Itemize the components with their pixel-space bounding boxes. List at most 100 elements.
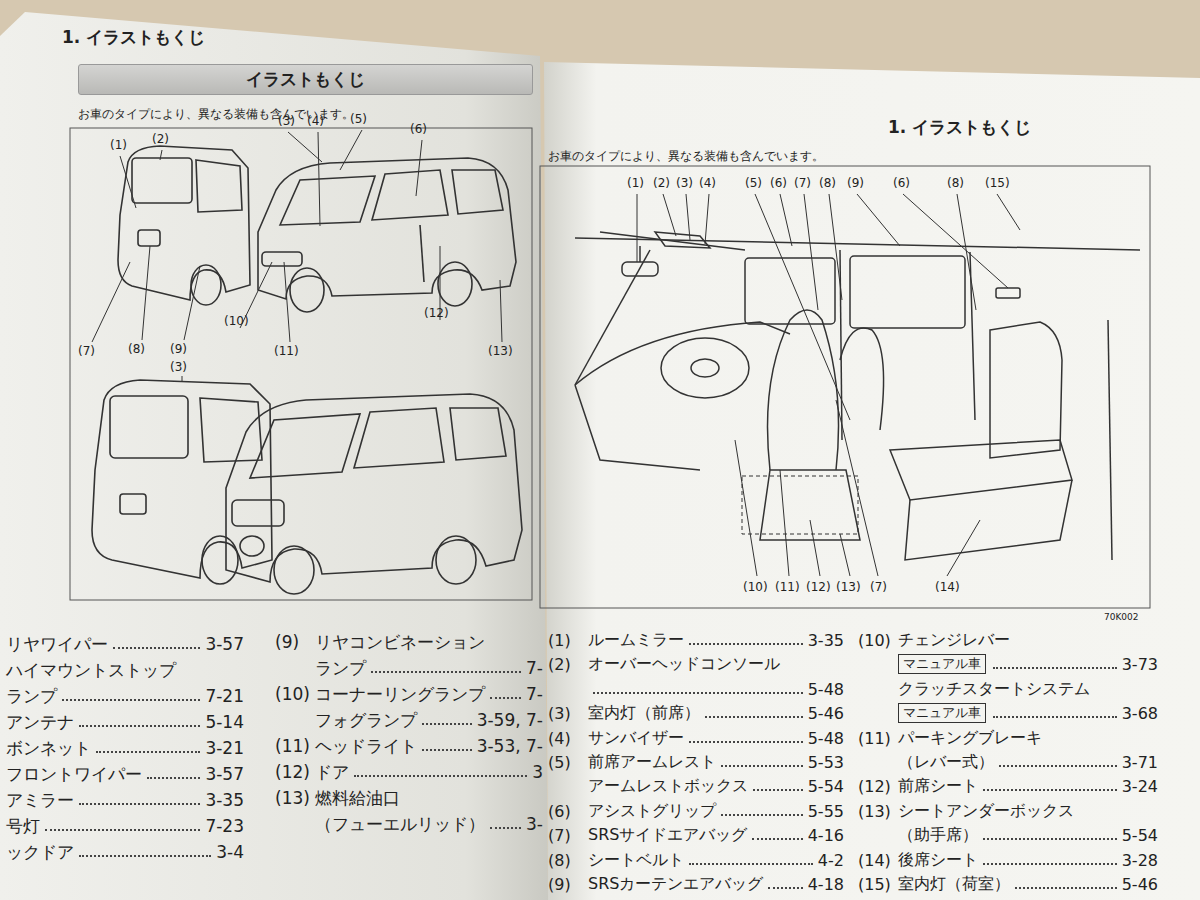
callout-number: (10) [224, 314, 249, 328]
under-seat-box-outline [742, 476, 858, 534]
callout-number: (10) [743, 580, 768, 594]
index-entry: 3-28 [1122, 851, 1158, 870]
car-interior [575, 232, 1140, 560]
index-entry: アームレストボックス [588, 776, 748, 797]
car-rear-lower [92, 380, 272, 584]
index-entry: 7- [526, 658, 543, 678]
callout-number-holder: (2) [653, 176, 670, 190]
index-entry: 3-35 [205, 790, 244, 810]
dot-leader [983, 789, 1117, 791]
callout-number: (7) [794, 176, 811, 190]
index-entry: 3-59, 7- [477, 710, 543, 730]
callout-number-holder: (6) [893, 176, 910, 190]
index-entry: 4-18 [808, 875, 844, 894]
callout-number-holder: (13) [488, 344, 513, 358]
index-entry: 3-57 [205, 634, 244, 654]
index-entry: 3-4 [216, 842, 244, 862]
title-band: イラストもくじ [78, 64, 533, 95]
callout-number-holder: (10) [224, 314, 249, 328]
dot-leader [593, 692, 803, 694]
callout-number: (9) [548, 875, 588, 894]
callout-number-holder: (7) [870, 580, 887, 594]
index-row: (3)室内灯（前席）5-46 [548, 701, 844, 725]
callout-number: (11) [274, 344, 299, 358]
index-entry: （フューエルリッド） [315, 813, 485, 836]
callout-number: (3) [676, 176, 693, 190]
dot-leader [753, 789, 803, 791]
car-front-lower [226, 394, 522, 594]
index-entry: パーキングブレーキ [898, 728, 1042, 749]
callout-number: (13) [836, 580, 861, 594]
callout-number: (6) [893, 176, 910, 190]
index-row: （レバー式）3-71 [858, 750, 1158, 774]
index-row: (9)リヤコンビネーション [275, 630, 543, 654]
car-front-upper [258, 158, 516, 312]
index-entry: 5-54 [1122, 826, 1158, 845]
callout-number: (9) [170, 342, 187, 356]
index-entry: ドア [315, 761, 349, 784]
dot-leader [983, 863, 1117, 865]
callout-number-holder: (14) [935, 580, 960, 594]
index-entry: フロントワイパー [6, 763, 142, 786]
index-entry: 燃料給油口 [315, 787, 400, 810]
index-entry: ルームミラー [588, 630, 684, 651]
callout-number: (12) [806, 580, 831, 594]
index-row: フロントワイパー3-57 [6, 762, 244, 786]
index-entry: シートアンダーボックス [898, 801, 1074, 822]
heading-text: 1. イラストもくじ [62, 27, 205, 47]
index-entry: ランプ [315, 657, 366, 680]
index-entry: リヤワイパー [6, 633, 108, 656]
index-entry: クラッチスタートシステム [898, 679, 1090, 700]
index-entry: 4-16 [808, 826, 844, 845]
dot-leader [721, 814, 803, 816]
index-entry: 3- [526, 814, 543, 834]
note-text: お車のタイプにより、異なる装備も含んでいます。 [548, 149, 824, 163]
dot-leader [79, 855, 211, 857]
dot-leader [768, 887, 802, 889]
index-entry: 3-21 [205, 738, 244, 758]
index-entry: リヤコンビネーション [315, 631, 485, 654]
callout-number: (12) [424, 306, 449, 320]
index-entry: フォグランプ [315, 709, 417, 732]
callout-number-holder: (1) [110, 138, 127, 152]
index-row: (13)シートアンダーボックス [858, 799, 1158, 823]
index-row: ランプ7-21 [6, 684, 244, 708]
callout-number: (10) [858, 631, 898, 650]
index-entry: 5-53 [808, 753, 844, 772]
node-text: イラストもくじ [246, 68, 365, 91]
index-row: (11)ヘッドライト3-53, 7- [275, 734, 543, 758]
callout-number: (13) [275, 788, 315, 808]
callout-number: (4) [699, 176, 716, 190]
callout-number-holder: (10) [743, 580, 768, 594]
callout-number: (9) [847, 176, 864, 190]
dot-leader [113, 647, 200, 649]
note-text-holder: お車のタイプにより、異なる装備も含んでいます。 [78, 106, 354, 123]
callout-number: (1) [627, 176, 644, 190]
callout-number-holder: (8) [947, 176, 964, 190]
figure-code-holder: 70K002 [1104, 612, 1139, 622]
dot-leader [689, 863, 813, 865]
callout-number: (4) [548, 729, 588, 748]
dot-leader [993, 716, 1117, 718]
index-row: (9)SRSカーテンエアバッグ4-18 [548, 872, 844, 896]
index-entry: 室内灯（荷室） [898, 874, 1010, 895]
index-row: ランプ 7- [275, 656, 543, 680]
dot-leader [689, 741, 803, 743]
callout-number-holder: (6) [770, 176, 787, 190]
index-row: マニュアル車3-73 [858, 652, 1158, 676]
callout-number: (12) [275, 762, 315, 782]
tag-box: マニュアル車 [898, 654, 986, 674]
callout-number: (9) [275, 632, 315, 652]
index-row: (2)オーバーヘッドコンソール [548, 652, 844, 676]
index-row: アームレストボックス5-54 [548, 774, 844, 798]
callout-number-holder: (12) [806, 580, 831, 594]
callout-number: (3) [548, 704, 588, 723]
dot-leader [1015, 887, 1117, 889]
index-row: (13)燃料給油口 [275, 786, 543, 810]
node-text: マニュアル車 [903, 656, 981, 671]
dot-leader [45, 829, 200, 831]
index-row: クラッチスタートシステム [858, 677, 1158, 701]
car-rear-upper [118, 146, 250, 305]
index-entry: 5-48 [808, 680, 844, 699]
index-row: (10)チェンジレバー [858, 628, 1158, 652]
